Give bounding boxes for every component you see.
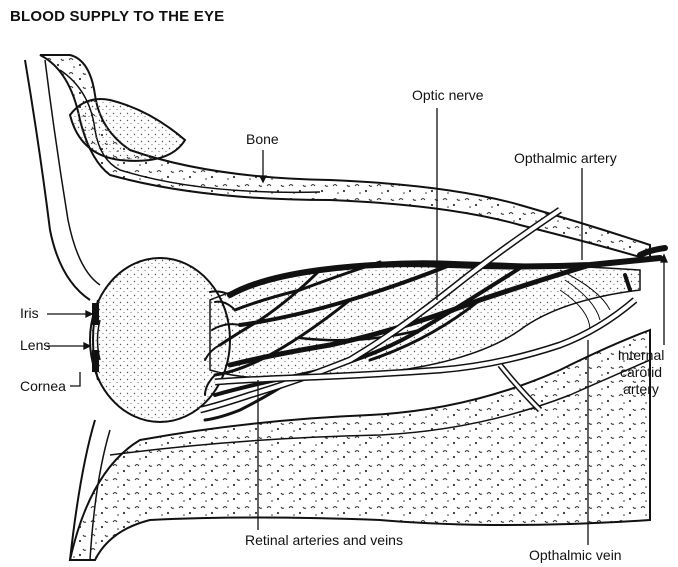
- diagram-title: BLOOD SUPPLY TO THE EYE: [10, 8, 224, 25]
- label-opthalmic-vein: Opthalmic vein: [529, 547, 622, 564]
- label-bone: Bone: [246, 131, 279, 148]
- eyeball: [90, 258, 230, 422]
- label-opthalmic-artery: Opthalmic artery: [514, 150, 617, 167]
- label-lens: Lens: [20, 337, 50, 354]
- label-cornea: Cornea: [20, 378, 66, 395]
- label-optic-nerve: Optic nerve: [412, 87, 484, 104]
- label-iris: Iris: [20, 305, 39, 322]
- label-internal-carotid-artery: Internal carotid artery: [606, 347, 676, 398]
- label-retinal-arteries-and-veins: Retinal arteries and veins: [245, 532, 403, 549]
